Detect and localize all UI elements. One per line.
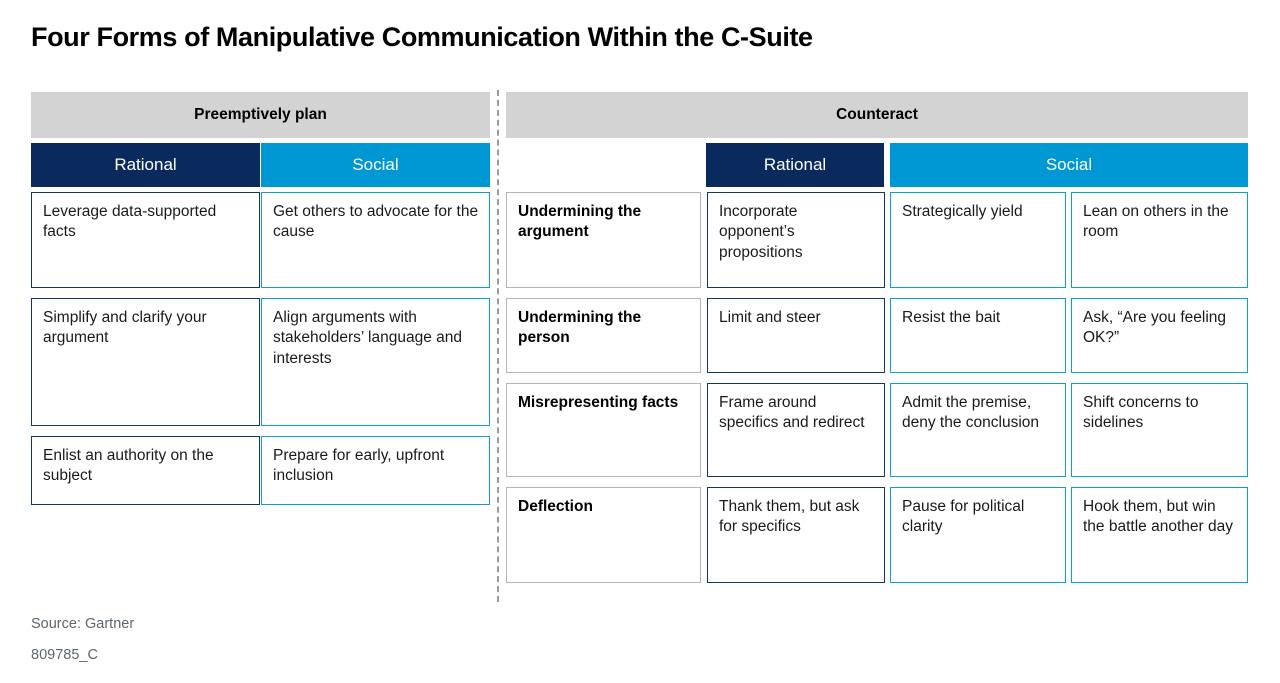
cell-social-primary: Resist the bait (890, 298, 1066, 373)
column-header-rational-right: Rational (706, 143, 884, 187)
table-row: Enlist an authority on the subject Prepa… (31, 436, 490, 505)
cell-social-secondary: Ask, “Are you feeling OK?” (1071, 298, 1248, 373)
page-title: Four Forms of Manipulative Communication… (31, 22, 813, 52)
cell-rational: Incorporate opponent’s propositions (707, 192, 885, 288)
right-rows: Undermining the argument Incorporate opp… (506, 192, 1248, 583)
group-header-counteract: Counteract (506, 92, 1248, 138)
table-row: Deflection Thank them, but ask for speci… (506, 487, 1248, 583)
cell-rational: Enlist an authority on the subject (31, 436, 260, 505)
cell-rational: Simplify and clarify your argument (31, 298, 260, 426)
column-header-rational-left: Rational (31, 143, 260, 187)
left-rows: Leverage data-supported facts Get others… (31, 192, 490, 505)
cell-social-primary: Pause for political clarity (890, 487, 1066, 583)
cell-social: Align arguments with stakeholders’ langu… (261, 298, 490, 426)
source-attribution: Source: Gartner (31, 616, 135, 632)
table-row: Leverage data-supported facts Get others… (31, 192, 490, 288)
cell-social: Get others to advocate for the cause (261, 192, 490, 288)
row-label: Undermining the argument (506, 192, 701, 288)
counteract-panel: Counteract Rational Social Undermining t… (506, 92, 1248, 583)
cell-social-primary: Admit the premise, deny the conclusion (890, 383, 1066, 477)
section-divider (497, 90, 499, 602)
cell-social: Prepare for early, upfront inclusion (261, 436, 490, 505)
row-label: Undermining the person (506, 298, 701, 373)
document-code: 809785_C (31, 647, 98, 663)
cell-social-secondary: Hook them, but win the battle another da… (1071, 487, 1248, 583)
table-row: Misrepresenting facts Frame around speci… (506, 383, 1248, 477)
column-header-social-right: Social (890, 143, 1248, 187)
cell-rational: Thank them, but ask for specifics (707, 487, 885, 583)
cell-social-primary: Strategically yield (890, 192, 1066, 288)
table-row: Simplify and clarify your argument Align… (31, 298, 490, 426)
table-row: Undermining the person Limit and steer R… (506, 298, 1248, 373)
cell-rational: Leverage data-supported facts (31, 192, 260, 288)
column-header-blank (506, 143, 706, 187)
cell-social-secondary: Shift concerns to sidelines (1071, 383, 1248, 477)
column-header-social-left: Social (261, 143, 490, 187)
row-label: Deflection (506, 487, 701, 583)
cell-rational: Limit and steer (707, 298, 885, 373)
row-label: Misrepresenting facts (506, 383, 701, 477)
group-header-preemptively-plan: Preemptively plan (31, 92, 490, 138)
cell-social-secondary: Lean on others in the room (1071, 192, 1248, 288)
left-column-headers: Rational Social (31, 143, 490, 187)
cell-rational: Frame around specifics and redirect (707, 383, 885, 477)
preemptively-plan-panel: Preemptively plan Rational Social Levera… (31, 92, 490, 505)
table-row: Undermining the argument Incorporate opp… (506, 192, 1248, 288)
right-column-headers: Rational Social (506, 143, 1248, 187)
